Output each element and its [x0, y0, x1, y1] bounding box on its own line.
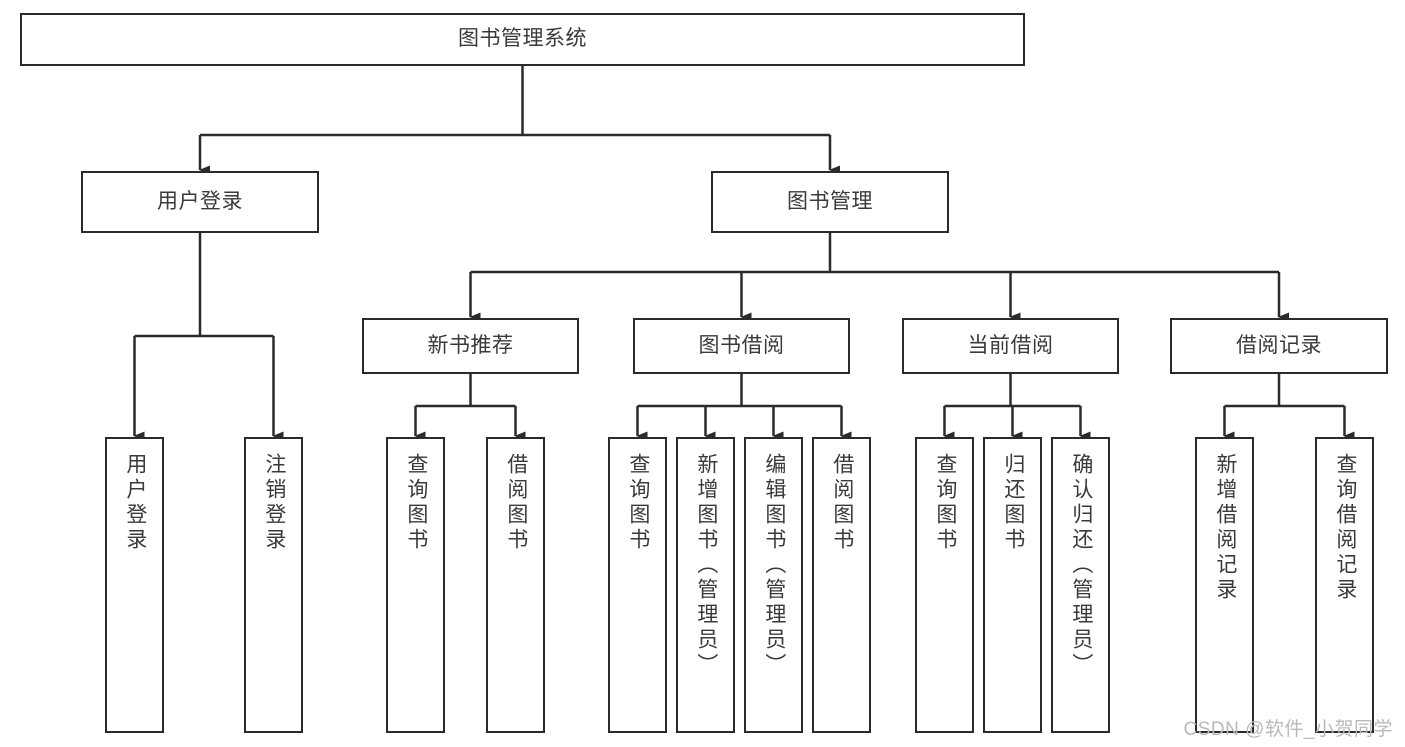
node-label: 当前借阅: [967, 333, 1054, 357]
node-root[interactable]: 图书管理系统: [20, 13, 1025, 66]
node-book-borrow[interactable]: 图书借阅: [633, 318, 850, 374]
node-leaf-add-book[interactable]: 新增图书（管理员）: [676, 437, 735, 733]
node-label: 注销登录: [262, 453, 286, 553]
node-leaf-return-book[interactable]: 归还图书: [983, 437, 1042, 733]
node-borrow-record[interactable]: 借阅记录: [1170, 318, 1388, 374]
node-new-book-rec[interactable]: 新书推荐: [362, 318, 579, 374]
node-leaf-confirm-return[interactable]: 确认归还（管理员）: [1051, 437, 1110, 733]
node-label: 新增图书（管理员）: [694, 453, 718, 678]
node-current-borrow[interactable]: 当前借阅: [902, 318, 1119, 374]
node-leaf-edit-book[interactable]: 编辑图书（管理员）: [744, 437, 803, 733]
node-user-login[interactable]: 用户登录: [81, 171, 319, 233]
node-label: 借阅图书: [504, 453, 528, 553]
node-label: 查询图书: [626, 453, 650, 553]
node-label: 新增借阅记录: [1213, 453, 1237, 603]
node-leaf-borrow-book-1[interactable]: 借阅图书: [486, 437, 545, 733]
node-label: 查询图书: [933, 453, 957, 553]
node-leaf-user-login[interactable]: 用户登录: [105, 437, 164, 733]
node-leaf-add-record[interactable]: 新增借阅记录: [1195, 437, 1254, 733]
node-label: 借阅图书: [830, 453, 854, 553]
watermark-text: CSDN @软件_小贺同学: [1183, 719, 1393, 740]
node-book-manage[interactable]: 图书管理: [711, 171, 949, 233]
node-label: 查询图书: [404, 453, 428, 553]
node-label: 图书借阅: [698, 333, 785, 357]
node-label: 借阅记录: [1236, 333, 1322, 357]
node-label: 用户登录: [157, 189, 243, 213]
node-label: 查询借阅记录: [1333, 453, 1357, 603]
node-label: 图书管理: [787, 189, 873, 213]
node-leaf-logout[interactable]: 注销登录: [244, 437, 303, 733]
node-label: 图书管理系统: [458, 27, 587, 51]
node-label: 编辑图书（管理员）: [762, 453, 786, 678]
node-leaf-query-book-1[interactable]: 查询图书: [386, 437, 445, 733]
node-leaf-query-record[interactable]: 查询借阅记录: [1315, 437, 1374, 733]
node-label: 用户登录: [123, 453, 147, 553]
node-leaf-query-book-3[interactable]: 查询图书: [915, 437, 974, 733]
node-label: 归还图书: [1001, 453, 1025, 553]
node-label: 新书推荐: [427, 333, 514, 357]
node-leaf-borrow-book-2[interactable]: 借阅图书: [812, 437, 871, 733]
node-leaf-query-book-2[interactable]: 查询图书: [608, 437, 667, 733]
node-label: 确认归还（管理员）: [1069, 453, 1093, 678]
